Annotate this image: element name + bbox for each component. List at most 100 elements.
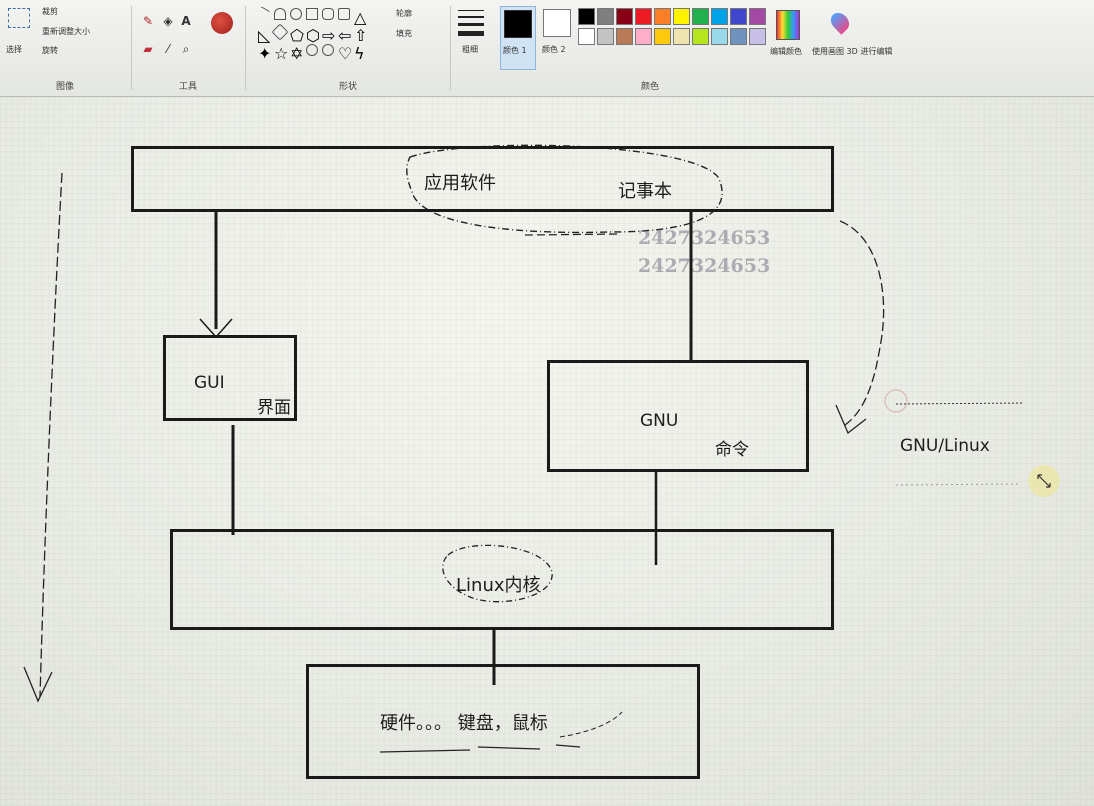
shapes-gallery[interactable]: △ ◺ ⬠ ⬡ ⇨ ⇦ ⇧ ✦ ☆ ✡ ♡ ϟ	[255, 6, 388, 63]
palette-swatch[interactable]	[673, 8, 690, 25]
palette-swatch[interactable]	[730, 8, 747, 25]
kernel-label: Linux内核	[456, 575, 541, 596]
fill-button[interactable]: 填充	[396, 29, 412, 38]
hardware-box	[306, 664, 700, 779]
fill-bucket-icon[interactable]: ◈	[163, 14, 173, 28]
crop-button[interactable]: 裁剪	[42, 7, 58, 16]
shapes-group-label: 形状	[338, 82, 357, 92]
palette-swatch[interactable]	[711, 28, 728, 45]
curve-shape-icon[interactable]	[274, 8, 286, 20]
edit-colors-button[interactable]: 编辑颜色	[770, 8, 810, 72]
palette-swatch[interactable]	[635, 28, 652, 45]
image-group: 选择 裁剪 重新调整大小 旋转 图像	[0, 0, 130, 96]
hexagon-shape-icon[interactable]: ⬡	[306, 26, 320, 45]
color-wheel-icon	[776, 10, 800, 40]
palette-swatch[interactable]	[654, 28, 671, 45]
pencil-icon[interactable]: ✎	[142, 14, 154, 28]
eraser-icon[interactable]: ▰	[143, 42, 153, 56]
color1-swatch	[504, 10, 532, 38]
oval-shape-icon[interactable]	[290, 8, 302, 20]
callout-rect-shape-icon[interactable]	[306, 44, 318, 56]
gnu-sub-label: 命令	[715, 440, 749, 460]
diamond-shape-icon[interactable]	[271, 23, 289, 41]
image-group-label: 图像	[55, 82, 74, 92]
paint3d-icon	[827, 9, 853, 35]
cursor-ring-icon	[884, 389, 908, 413]
triangle-shape-icon[interactable]: △	[354, 8, 367, 27]
arrow-right-shape-icon[interactable]: ⇨	[322, 26, 336, 45]
palette-swatch[interactable]	[635, 8, 652, 25]
rectangle-shape-icon[interactable]	[306, 8, 318, 20]
polygon-shape-icon[interactable]	[338, 8, 350, 20]
color-palette	[578, 8, 768, 72]
gnu-box	[547, 360, 809, 472]
palette-swatch[interactable]	[616, 8, 633, 25]
palette-swatch[interactable]	[711, 8, 728, 25]
palette-swatch[interactable]	[616, 28, 633, 45]
palette-swatch[interactable]	[749, 28, 766, 45]
palette-swatch[interactable]	[597, 8, 614, 25]
arrow-left-shape-icon[interactable]: ⇦	[338, 26, 352, 45]
select-button[interactable]: 选择	[4, 4, 34, 62]
shapes-group: △ ◺ ⬠ ⬡ ⇨ ⇦ ⇧ ✦ ☆ ✡ ♡ ϟ 轮廓 填充 形状	[248, 0, 448, 96]
kernel-box	[170, 529, 834, 630]
color2-button[interactable]: 颜色 2	[540, 6, 574, 68]
gui-sub-label: 界面	[257, 398, 291, 418]
palette-swatch[interactable]	[692, 8, 709, 25]
gui-box	[163, 335, 297, 421]
watermark-1: 2427324653	[638, 227, 771, 249]
select-icon	[8, 8, 30, 28]
color1-label: 颜色 1	[503, 46, 527, 55]
palette-swatch[interactable]	[730, 28, 747, 45]
resize-button[interactable]: 重新调整大小	[42, 27, 90, 36]
star-four-shape-icon[interactable]: ✦	[258, 44, 272, 63]
app-layer-box	[131, 146, 834, 212]
brushes-icon[interactable]	[211, 12, 233, 34]
rounded-rectangle-shape-icon[interactable]	[322, 8, 334, 20]
select-label: 选择	[6, 45, 22, 54]
outline-button[interactable]: 轮廓	[396, 9, 412, 18]
size-label: 粗细	[462, 45, 478, 54]
notepad-label: 记事本	[618, 181, 672, 202]
palette-swatch[interactable]	[578, 8, 595, 25]
gnu-linux-label: GNU/Linux	[900, 436, 990, 456]
color1-button[interactable]: 颜色 1	[500, 6, 536, 70]
kernel-dashed-ellipse	[442, 544, 553, 603]
magnifier-icon[interactable]: ⌕	[182, 42, 190, 56]
tools-group-label: 工具	[178, 82, 197, 92]
color-picker-icon[interactable]: ⁄	[166, 42, 169, 56]
size-button[interactable]: 粗细	[458, 8, 492, 72]
color2-label: 颜色 2	[542, 45, 566, 54]
drawing-canvas[interactable]: 应用软件 记事本 2427324653 2427324653 GUI 界面 GN…	[0, 97, 1094, 806]
line-shape-icon[interactable]	[255, 6, 271, 21]
gui-label: GUI	[194, 373, 225, 393]
paint3d-button[interactable]: 使用画图 3D 进行编辑	[812, 8, 892, 72]
palette-swatch[interactable]	[692, 28, 709, 45]
palette-swatch[interactable]	[578, 28, 595, 45]
palette-swatch[interactable]	[673, 28, 690, 45]
lightning-shape-icon[interactable]: ϟ	[354, 44, 365, 63]
gnu-label: GNU	[640, 411, 679, 431]
right-triangle-shape-icon[interactable]: ◺	[258, 26, 271, 45]
star-six-shape-icon[interactable]: ✡	[290, 44, 304, 63]
palette-swatch[interactable]	[749, 8, 766, 25]
hardware-label: 硬件。。。 键盘，鼠标	[380, 713, 548, 734]
ribbon-toolbar: 选择 裁剪 重新调整大小 旋转 图像 ✎ ◈ A ▰ ⁄ ⌕ 工具 △ ◺ ⬠ …	[0, 0, 1094, 97]
text-tool-icon[interactable]: A	[181, 14, 191, 28]
palette-swatch[interactable]	[597, 28, 614, 45]
gnu-linux-dashed-arrow	[839, 220, 885, 428]
pentagon-shape-icon[interactable]: ⬠	[290, 26, 304, 45]
colors-group-label: 颜色	[640, 82, 659, 92]
callout-oval-shape-icon[interactable]	[322, 44, 334, 56]
rotate-button[interactable]: 旋转	[42, 46, 58, 55]
left-dashed-arrow	[39, 172, 63, 698]
app-layer-label: 应用软件	[424, 173, 496, 194]
tools-group: ✎ ◈ A ▰ ⁄ ⌕ 工具	[133, 0, 243, 96]
color2-swatch	[543, 9, 571, 37]
palette-swatch[interactable]	[654, 8, 671, 25]
arrow-up-shape-icon[interactable]: ⇧	[354, 26, 368, 45]
edit-colors-label: 编辑颜色	[770, 47, 802, 56]
watermark-2: 2427324653	[638, 255, 771, 277]
heart-shape-icon[interactable]: ♡	[338, 44, 353, 63]
star-five-shape-icon[interactable]: ☆	[274, 44, 289, 63]
